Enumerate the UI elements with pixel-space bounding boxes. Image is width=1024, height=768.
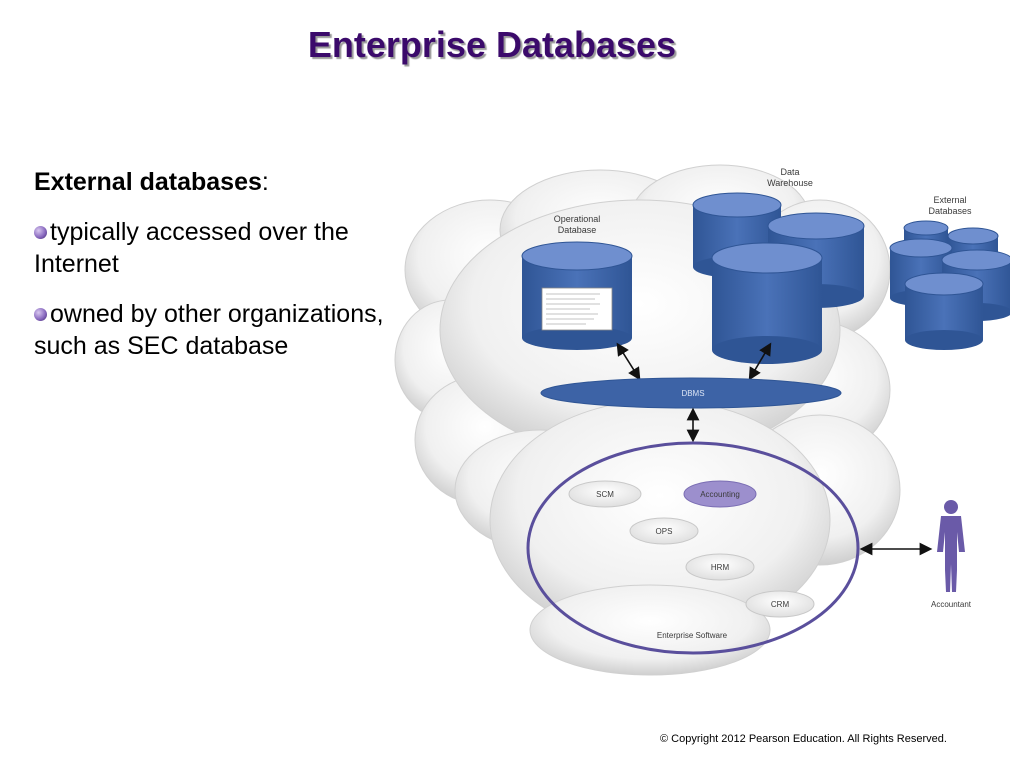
- operational-database: [521, 241, 633, 350]
- accountant-label: Accountant: [931, 600, 972, 609]
- hrm-module: [685, 553, 755, 581]
- operational-database-label-line1: Operational: [554, 214, 601, 224]
- warehouse-dbms-arrow: [748, 342, 772, 381]
- accounting-label: Accounting: [700, 490, 740, 499]
- crm-label: CRM: [771, 600, 790, 609]
- bullet-dot-icon: [34, 226, 47, 239]
- diagram-svg: Operational Database Data Warehouse: [394, 164, 1010, 676]
- scm-label: SCM: [596, 490, 614, 499]
- bullet-text: owned by other organizations, such as SE…: [34, 300, 384, 360]
- bullet-item: typically accessed over the Internet: [34, 216, 384, 280]
- external-databases-label-line2: Databases: [928, 206, 972, 216]
- ops-label: OPS: [656, 527, 673, 536]
- bullet-dot-icon: [34, 308, 47, 321]
- data-warehouse: [692, 192, 865, 364]
- dbms-label: DBMS: [681, 389, 704, 398]
- slide-content: External databases: typically accessed o…: [34, 166, 384, 362]
- enterprise-database-diagram: Operational Database Data Warehouse: [390, 160, 1010, 680]
- crm-module: [745, 590, 815, 618]
- enterprise-software-ring: [526, 441, 860, 655]
- external-databases-label-line1: External: [933, 195, 966, 205]
- operational-dbms-arrow: [616, 342, 641, 381]
- bullet-item: owned by other organizations, such as SE…: [34, 298, 384, 362]
- copyright-notice: © Copyright 2012 Pearson Education. All …: [660, 733, 947, 745]
- heading-text: External databases: [34, 168, 262, 196]
- content-heading: External databases:: [34, 166, 384, 198]
- data-warehouse-label-line1: Data: [780, 167, 799, 177]
- operational-database-label-line2: Database: [558, 225, 597, 235]
- data-warehouse-label-line2: Warehouse: [767, 178, 813, 188]
- bullet-text: typically accessed over the Internet: [34, 218, 349, 278]
- slide-title: Enterprise Databases: [307, 24, 677, 65]
- accounting-module: [683, 480, 757, 508]
- accountant-figure-icon: [937, 500, 965, 592]
- hrm-label: HRM: [711, 563, 730, 572]
- enterprise-software-label: Enterprise Software: [657, 631, 728, 640]
- scm-module: [568, 480, 642, 508]
- ops-module: [629, 517, 699, 545]
- external-databases: [889, 220, 1010, 350]
- heading-colon: :: [261, 168, 269, 196]
